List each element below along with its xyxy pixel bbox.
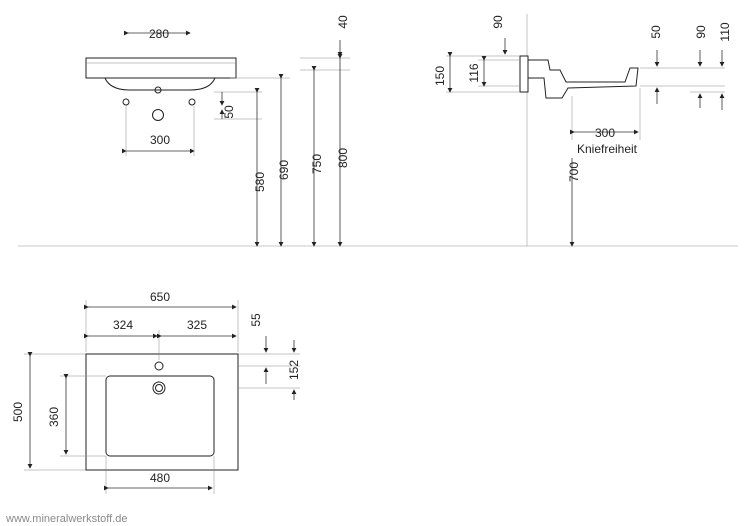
top-width-324-label: 324 bbox=[113, 318, 133, 332]
front-view-bowl bbox=[104, 77, 216, 91]
watermark: www.mineralwerkstoff.de bbox=[5, 513, 127, 525]
top-depth-360-label: 360 bbox=[47, 407, 61, 427]
front-view-hole-left bbox=[122, 98, 130, 106]
top-width-480-label: 480 bbox=[150, 471, 170, 485]
front-height-580-label: 580 bbox=[253, 172, 267, 192]
side-view: 150 116 90 50 90 110 300 Kniefreiheit 70… bbox=[433, 14, 732, 247]
top-depth-500-label: 500 bbox=[11, 402, 25, 422]
side-116-label: 116 bbox=[467, 63, 481, 82]
front-width-bottom-label: 300 bbox=[150, 133, 170, 147]
top-152-label: 152 bbox=[287, 360, 301, 380]
front-view: 280 300 580 690 750 800 50 40 bbox=[85, 15, 350, 247]
front-view-hole-right bbox=[188, 98, 196, 106]
side-wall-bracket bbox=[519, 55, 529, 93]
top-view: 650 324 325 500 360 480 55 152 bbox=[11, 290, 301, 494]
side-90b-label: 90 bbox=[694, 25, 708, 39]
side-height-700-label: 700 bbox=[567, 162, 581, 182]
front-height-800-label: 800 bbox=[336, 148, 350, 168]
front-height-750-label: 750 bbox=[310, 154, 324, 174]
side-110-label: 110 bbox=[718, 22, 732, 41]
top-55-label: 55 bbox=[249, 313, 263, 327]
knee-clearance-label: Kniefreiheit bbox=[577, 142, 638, 156]
top-view-bowl bbox=[105, 375, 215, 457]
side-profile bbox=[528, 59, 639, 99]
front-width-top-label: 280 bbox=[149, 27, 169, 41]
side-50-label: 50 bbox=[649, 25, 663, 39]
top-width-650-label: 650 bbox=[150, 290, 170, 304]
top-width-325-label: 325 bbox=[187, 318, 207, 332]
front-view-tap-hole bbox=[154, 86, 162, 94]
side-90-label: 90 bbox=[491, 15, 505, 29]
side-150-label: 150 bbox=[433, 66, 447, 86]
front-offset-40-label: 40 bbox=[336, 15, 350, 29]
front-height-690-label: 690 bbox=[277, 160, 291, 180]
side-depth-300-label: 300 bbox=[595, 126, 615, 140]
front-view-drain bbox=[152, 109, 164, 121]
front-offset-50-label: 50 bbox=[222, 105, 236, 119]
top-view-tap-hole bbox=[154, 361, 164, 371]
front-view-basin-rim bbox=[85, 57, 237, 79]
top-view-drain bbox=[152, 381, 166, 395]
top-view-outline bbox=[85, 353, 239, 471]
